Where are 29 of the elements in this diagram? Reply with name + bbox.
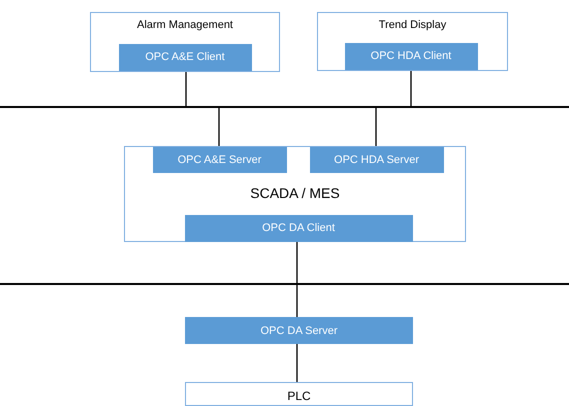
box-title: Alarm Management bbox=[136, 19, 234, 31]
component-label: OPC A&E Client bbox=[145, 51, 225, 63]
component-label: OPC DA Server bbox=[260, 324, 338, 336]
system-box bbox=[124, 146, 466, 242]
network-bus-line bbox=[0, 283, 569, 284]
component-label: OPC A&E Server bbox=[178, 154, 262, 166]
connector-line bbox=[218, 108, 220, 147]
component-box bbox=[344, 42, 478, 70]
system-box bbox=[90, 12, 280, 72]
network-bus-line bbox=[0, 106, 569, 108]
connector-line bbox=[296, 344, 298, 382]
box-title: Trend Display bbox=[378, 19, 448, 31]
connector-line bbox=[410, 70, 412, 106]
box-title: PLC bbox=[286, 389, 312, 403]
component-box bbox=[118, 44, 252, 70]
connector-line bbox=[296, 242, 298, 283]
device-box bbox=[185, 382, 413, 406]
connector-line bbox=[296, 284, 298, 317]
connector-line bbox=[375, 108, 377, 147]
component-box bbox=[152, 146, 286, 172]
component-label: OPC HDA Server bbox=[334, 154, 419, 166]
component-box bbox=[185, 317, 413, 344]
system-box bbox=[317, 12, 508, 71]
connector-line bbox=[185, 71, 187, 106]
box-title: SCADA / MES bbox=[249, 185, 341, 201]
component-label: OPC HDA Client bbox=[370, 50, 452, 62]
component-box bbox=[184, 214, 412, 242]
component-label: OPC DA Client bbox=[262, 222, 335, 234]
component-box bbox=[310, 146, 444, 172]
